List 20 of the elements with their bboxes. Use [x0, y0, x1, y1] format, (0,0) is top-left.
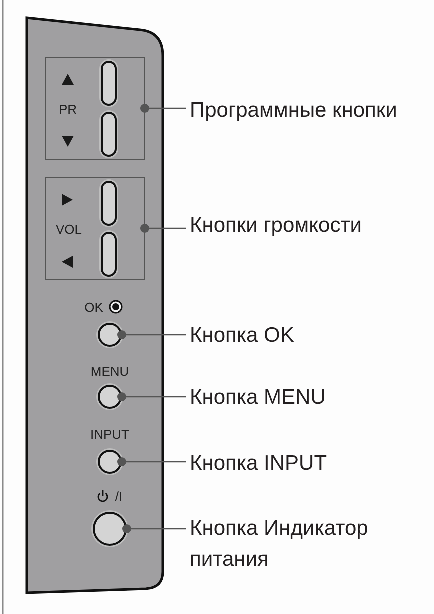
- callout-text: Кнопка OK: [190, 320, 420, 351]
- leader-line: [140, 104, 186, 113]
- callout-text: Программные кнопки: [190, 95, 420, 126]
- button-group-frame: [45, 57, 145, 160]
- leader-line: [118, 330, 186, 340]
- group-label: VOL: [56, 223, 82, 236]
- leader-line: [140, 224, 186, 233]
- leader-line: [122, 524, 186, 534]
- button-group-frame: [45, 177, 145, 280]
- leader-line: [118, 458, 186, 466]
- button-label: MENU: [90, 365, 130, 378]
- leader-line: [118, 392, 186, 402]
- button-label: INPUT: [90, 428, 130, 441]
- button-label: OK: [84, 301, 104, 314]
- callout-text: Кнопки громкости: [190, 210, 420, 241]
- button-label: /I: [115, 490, 123, 503]
- callout-text: Кнопка INPUT: [190, 448, 420, 479]
- callout-text: Кнопка MENU: [190, 382, 420, 413]
- group-label: PR: [59, 103, 78, 116]
- callout-text: Кнопка Индикатор питания: [190, 513, 420, 575]
